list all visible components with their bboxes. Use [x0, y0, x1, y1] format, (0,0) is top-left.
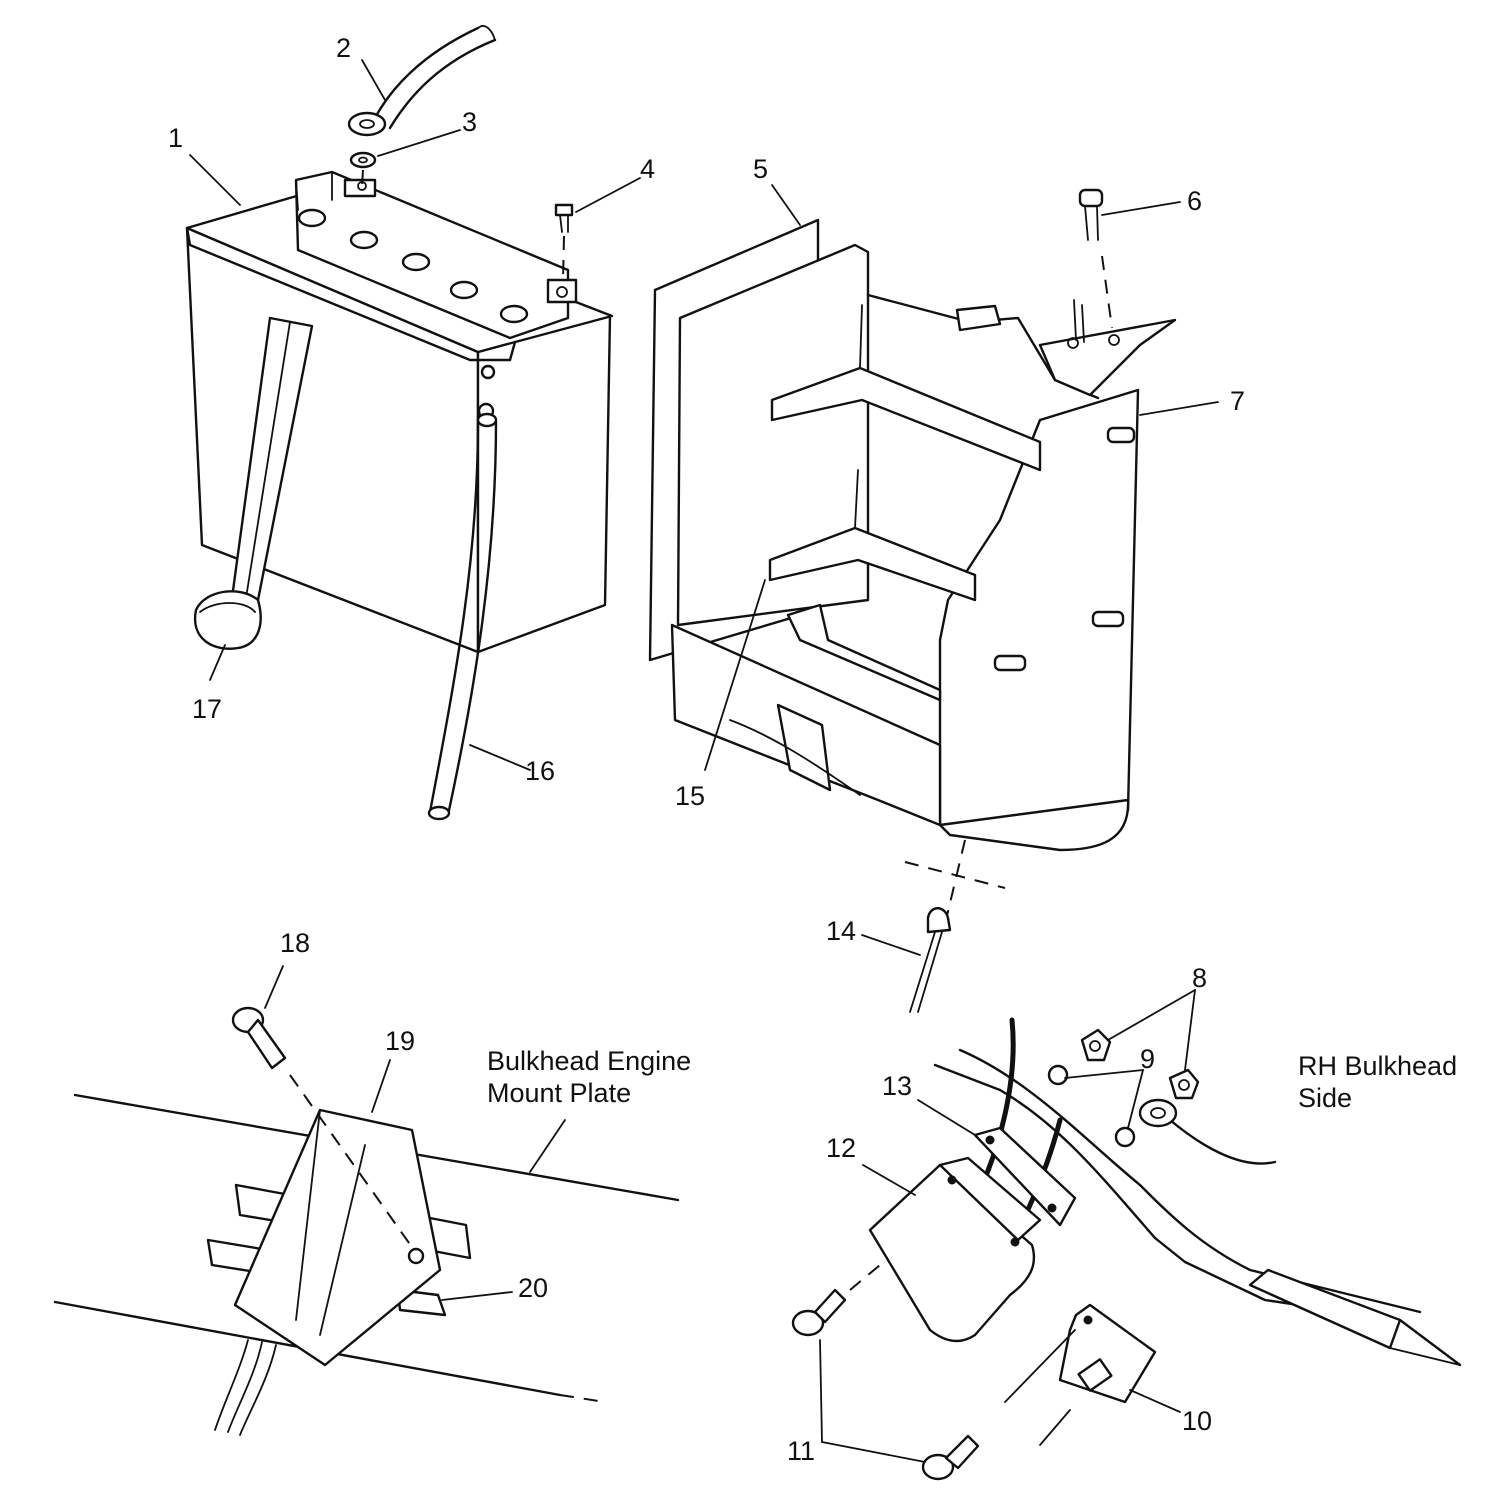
- leader-lines: [189, 59, 1219, 1463]
- callout-7: 7: [1230, 386, 1245, 416]
- callout-9: 9: [1140, 1044, 1155, 1074]
- caption-bulkhead-line2: Mount Plate: [487, 1078, 631, 1108]
- caption-rh-line1: RH Bulkhead: [1298, 1051, 1457, 1081]
- studs: [993, 426, 1136, 672]
- callout-numbers: 1 2 3 4 5 6 7 8 9 10 11 12 13 14 15 16 1…: [168, 33, 1245, 1466]
- callout-20: 20: [518, 1273, 548, 1303]
- callout-3: 3: [462, 107, 477, 137]
- battery-cable: [347, 25, 574, 281]
- callout-5: 5: [753, 154, 768, 184]
- battery-box: [648, 188, 1177, 1013]
- caption-bulkhead-line1: Bulkhead Engine: [487, 1046, 691, 1076]
- callout-10: 10: [1182, 1406, 1212, 1436]
- callout-17: 17: [192, 694, 222, 724]
- callout-13: 13: [882, 1071, 912, 1101]
- caption-rh-line2: Side: [1298, 1083, 1352, 1113]
- callout-1: 1: [168, 123, 183, 153]
- callout-19: 19: [385, 1026, 415, 1056]
- rh-bulkhead: [791, 1017, 1462, 1481]
- callout-18: 18: [280, 928, 310, 958]
- callout-11: 11: [787, 1436, 815, 1466]
- callout-6: 6: [1187, 186, 1202, 216]
- callout-4: 4: [640, 154, 655, 184]
- callout-16: 16: [525, 756, 555, 786]
- callout-2: 2: [336, 33, 351, 63]
- captions: Bulkhead Engine Mount Plate RH Bulkhead …: [487, 1046, 1457, 1113]
- callout-12: 12: [826, 1133, 856, 1163]
- battery-strap: [193, 316, 314, 650]
- callout-15: 15: [675, 781, 705, 811]
- vent-tube: [427, 412, 498, 821]
- callout-14: 14: [826, 916, 856, 946]
- bulkhead-mount: [53, 1006, 680, 1436]
- callout-8: 8: [1192, 963, 1207, 993]
